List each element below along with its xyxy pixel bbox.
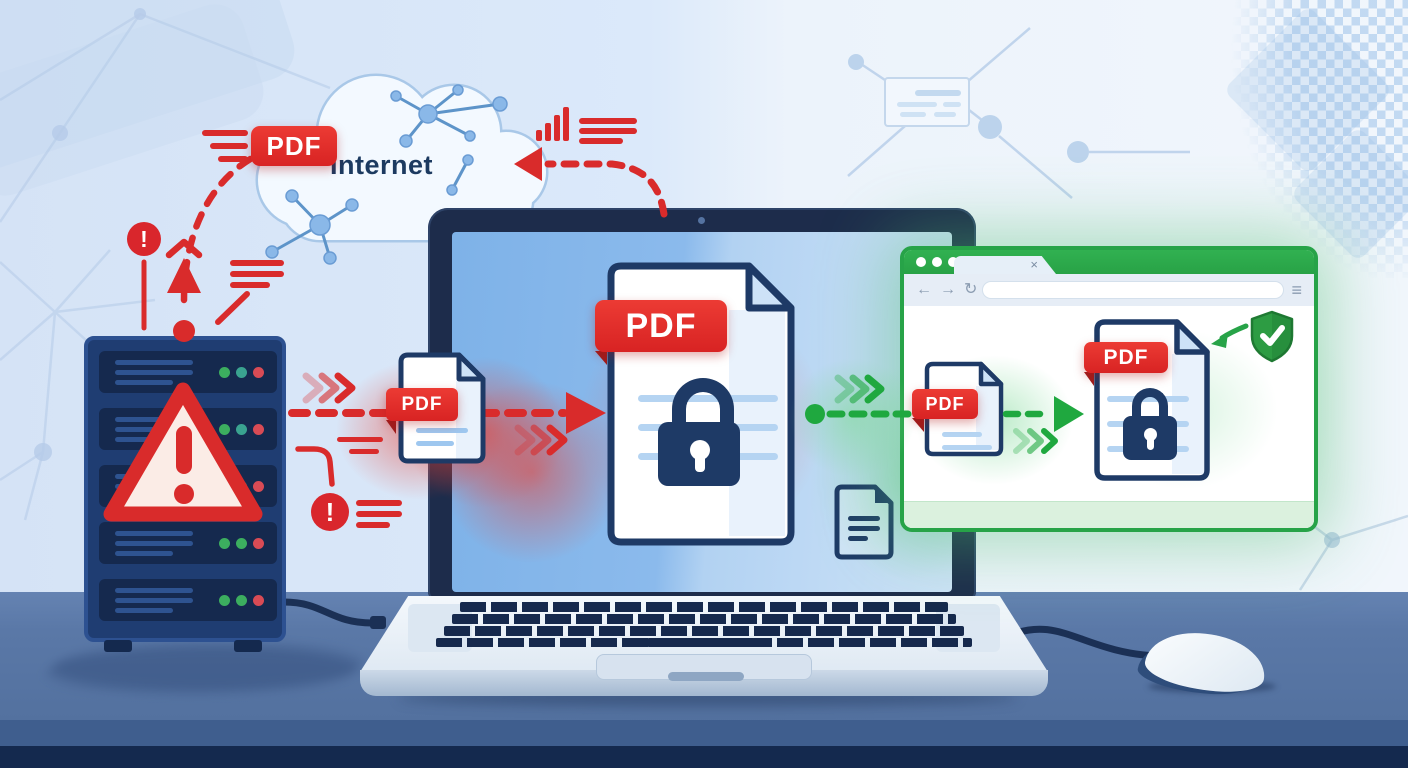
drive-slot [115, 417, 193, 422]
browser-toolbar: ← → ↻ ≡ [904, 274, 1314, 306]
keyboard-row [444, 626, 964, 636]
drive-slot [115, 380, 173, 385]
network-nodes [34, 8, 146, 461]
pdf-badge-transit: PDF [386, 388, 458, 421]
pdf-badge-large: PDF [595, 300, 727, 352]
server-foot [234, 640, 262, 652]
back-icon[interactable]: ← [916, 281, 932, 298]
desk-front-edge [0, 720, 1408, 746]
laptop-lid-notch [668, 672, 744, 681]
internet-label: Internet [330, 150, 434, 180]
secure-glow [765, 335, 940, 500]
server-bay [99, 351, 277, 393]
led-indicator [236, 595, 247, 606]
exclamation-dot [174, 484, 194, 504]
browser-titlebar: × [904, 250, 1314, 274]
text-line [942, 445, 992, 450]
drive-slot [115, 551, 173, 556]
text-line [416, 428, 468, 433]
led-indicator [236, 367, 247, 378]
server-cable [280, 598, 376, 627]
window-dot[interactable] [916, 257, 926, 267]
text-line [942, 432, 982, 437]
shield-check-icon [1250, 310, 1294, 363]
led-indicator [219, 367, 230, 378]
alert-icon: ! [311, 493, 349, 531]
node-cluster-nodes [265, 84, 508, 265]
browser-statusbar [904, 501, 1314, 528]
led-indicator [219, 424, 230, 435]
desk-base-strip [0, 746, 1408, 768]
led-indicator [253, 367, 264, 378]
led-indicator [219, 538, 230, 549]
keyboard-row [460, 602, 948, 612]
cable-connector [370, 616, 386, 629]
drive-slot [115, 588, 193, 593]
led-indicator [219, 595, 230, 606]
mouse-cable [1004, 625, 1160, 660]
laptop-webcam [698, 217, 705, 224]
keyhole-stem [1147, 437, 1154, 450]
server-bay [99, 522, 277, 564]
led-indicator [253, 481, 264, 492]
server-bay [99, 579, 277, 621]
forward-icon[interactable]: → [940, 281, 956, 298]
led-indicator [236, 538, 247, 549]
tab-close-icon[interactable]: × [1030, 257, 1038, 272]
drive-slot [115, 360, 193, 365]
pdf-badge-verified: PDF [1084, 342, 1168, 373]
pdf-badge-cloud: PDF [251, 126, 337, 166]
padlock-shackle [1132, 388, 1168, 420]
led-indicator [253, 538, 264, 549]
led-indicator [253, 424, 264, 435]
browser-window: × ← → ↻ ≡ PDF [900, 246, 1318, 532]
drive-slot [115, 608, 173, 613]
drive-slot [115, 531, 193, 536]
drive-slot [115, 598, 193, 603]
browser-tab[interactable]: × [954, 256, 1056, 274]
badge-fold [1084, 372, 1094, 386]
exclamation-mark [176, 426, 192, 474]
server-foot [104, 640, 132, 652]
drive-slot [115, 437, 173, 442]
text-line [416, 441, 454, 446]
network-card [847, 27, 1190, 199]
spacebar-key [646, 638, 766, 647]
led-indicator [236, 424, 247, 435]
url-bar[interactable] [982, 281, 1284, 299]
alert-icon: ! [127, 222, 161, 256]
drive-slot [115, 370, 193, 375]
window-dot[interactable] [932, 257, 942, 267]
keyhole-stem [695, 454, 705, 472]
led-indicator [253, 595, 264, 606]
warning-triangle-icon [103, 382, 263, 522]
drive-slot [115, 541, 193, 546]
window-dot[interactable] [948, 257, 958, 267]
refresh-icon[interactable]: ↻ [964, 281, 978, 298]
badge-fold [386, 420, 396, 434]
keyboard-row [452, 614, 956, 624]
checkmark [1260, 325, 1285, 346]
menu-icon[interactable]: ≡ [1291, 280, 1302, 300]
